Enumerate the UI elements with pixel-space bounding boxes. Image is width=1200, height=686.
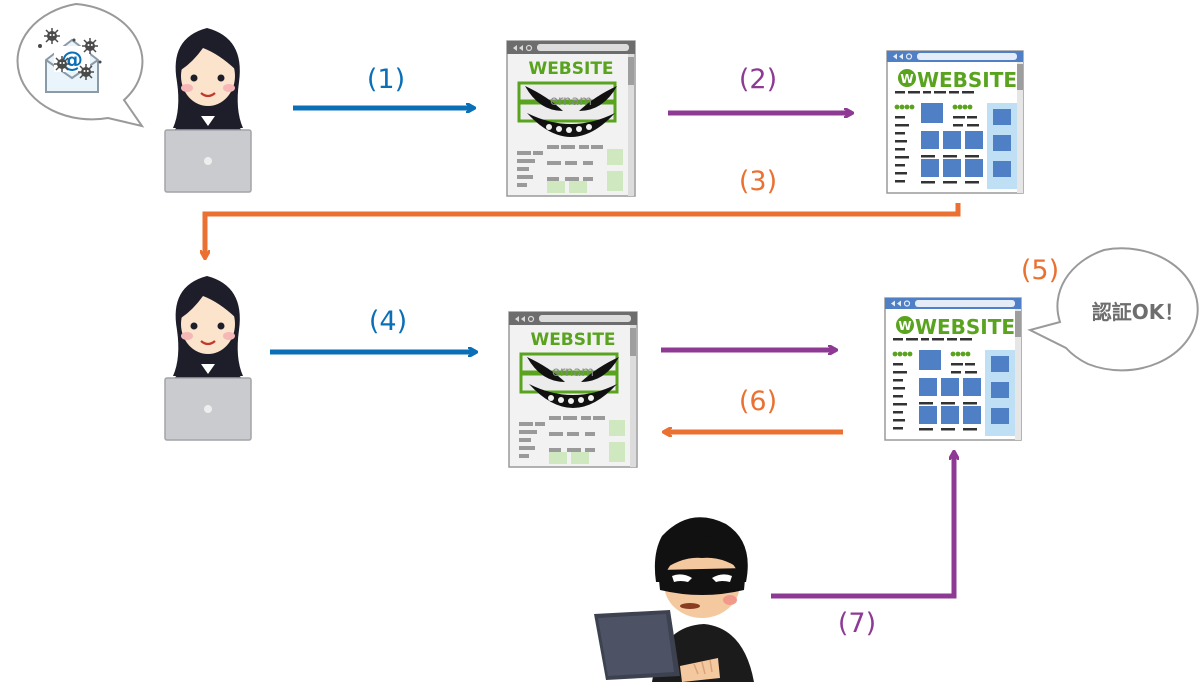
step-5-label: (5)	[1021, 255, 1059, 286]
real-site-browser: W WEBSITE	[884, 297, 1022, 441]
real-site-browser: W WEBSITE	[886, 50, 1024, 194]
real-site-title: WEBSITE	[917, 68, 1017, 92]
user-icon	[163, 26, 253, 194]
real-site-title: WEBSITE	[915, 315, 1015, 339]
step-7-label: (7)	[838, 608, 876, 639]
phishing-masked-field: ernam	[552, 365, 594, 380]
phishing-site-browser: WEBSITE ernam	[505, 39, 637, 198]
arrow-step-3	[205, 203, 961, 258]
arrow-step-7	[771, 452, 954, 599]
step-2-label: (2)	[739, 64, 777, 95]
email-at-symbol: @	[61, 48, 83, 73]
step-3-label: (3)	[739, 166, 777, 197]
auth-ok-speech-bubble	[1027, 247, 1199, 372]
virus-spores	[38, 38, 102, 64]
phishing-site-title: WEBSITE	[530, 330, 615, 350]
phishing-masked-field: ernam	[550, 94, 592, 109]
step-4-label: (4)	[369, 306, 407, 337]
step-1-label: (1)	[367, 64, 405, 95]
user-icon	[163, 274, 253, 442]
hacker-icon	[593, 516, 755, 683]
phishing-site-title: WEBSITE	[528, 59, 613, 79]
real-site-logo: W	[900, 72, 913, 86]
mail-icon: @	[45, 39, 99, 93]
phishing-site-browser: WEBSITE ernam	[507, 310, 639, 469]
real-site-logo: W	[898, 319, 911, 333]
auth-ok-text: 認証OK！	[1092, 300, 1185, 324]
step-6-label: (6)	[739, 386, 777, 417]
